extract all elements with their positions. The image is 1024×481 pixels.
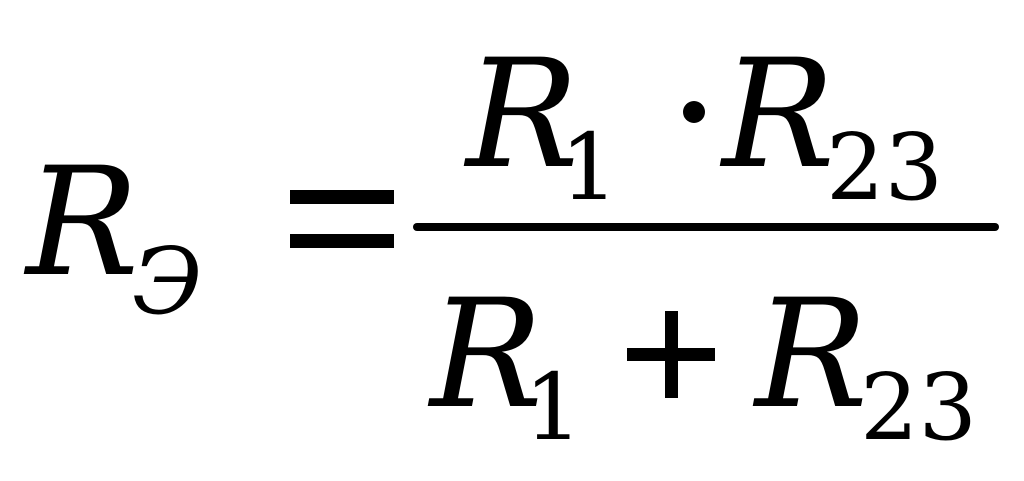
lhs-symbol: R [26, 136, 139, 310]
denominator-r1-subscript: 1 [524, 354, 583, 461]
multiplication-dot [683, 101, 705, 123]
denominator-r23-subscript: 23 [860, 354, 978, 461]
fraction-bar [413, 223, 999, 231]
denominator-r1-symbol: R [430, 268, 543, 442]
numerator-r1-symbol: R [466, 28, 579, 202]
lhs-subscript: Э [132, 228, 203, 335]
numerator-r1-subscript: 1 [560, 114, 619, 221]
numerator-r23-symbol: R [722, 28, 835, 202]
equals-top-bar [290, 190, 394, 204]
equals-bottom-bar [290, 234, 394, 248]
plus-vertical [665, 311, 678, 398]
numerator-r23-subscript: 23 [826, 114, 944, 221]
denominator-r23-symbol: R [755, 268, 868, 442]
